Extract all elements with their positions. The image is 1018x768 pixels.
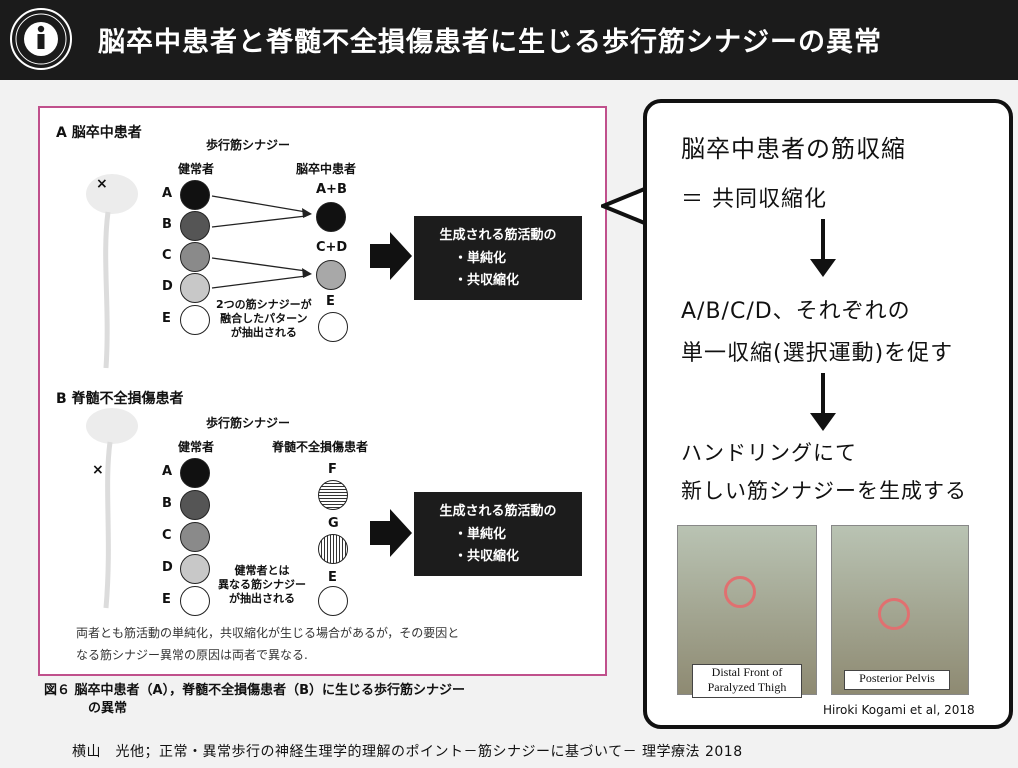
row-letter: D: [162, 279, 173, 294]
section-a-result-box: 生成される筋活動の ・単純化 ・共収縮化: [414, 216, 582, 300]
photo-label-pelvis: Posterior Pelvis: [844, 670, 950, 690]
handling-photo-thigh: Distal Front of Paralyzed Thigh: [677, 525, 817, 698]
section-a-synergy-title: 歩行筋シナジー: [206, 138, 291, 152]
section-b-synergy-title: 歩行筋シナジー: [206, 416, 291, 430]
handling-photo-pelvis: Posterior Pelvis: [831, 525, 969, 695]
section-b-col-patient: 脊髄不全損傷患者: [272, 440, 369, 454]
synergy-circle-striped: [318, 534, 348, 564]
row-letter: D: [162, 560, 173, 575]
merged-label-ab: A+B: [316, 182, 347, 197]
synergy-circle: [180, 273, 210, 303]
row-letter: C: [162, 528, 172, 543]
organization-logo-icon: [10, 8, 72, 70]
photo-label-thigh: Distal Front of Paralyzed Thigh: [692, 664, 802, 698]
synergy-figure: A 脳卒中患者 歩行筋シナジー 健常者 脳卒中患者 × A B C D E A+…: [38, 106, 607, 676]
synergy-circle: [180, 242, 210, 272]
merged-label-cd: C+D: [316, 240, 348, 255]
synergy-circle: [180, 490, 210, 520]
row-letter: A: [162, 186, 173, 201]
down-arrow-icon: [810, 373, 836, 431]
patient-e-label: E: [326, 294, 335, 309]
speech-line-5: 新しい筋シナジーを生成する: [681, 479, 967, 503]
speech-line-3: 単一収縮(選択運動)を促す: [681, 341, 954, 366]
lesion-cross-icon: ×: [96, 176, 108, 192]
speech-heading: 脳卒中患者の筋収縮: [681, 135, 906, 163]
synergy-circle-merged: [316, 260, 346, 290]
patient-g-label: G: [328, 516, 339, 531]
synergy-circle-merged: [316, 202, 346, 232]
synergy-circle: [318, 312, 348, 342]
section-a-col-healthy: 健常者: [178, 162, 215, 176]
speech-bubble: 脳卒中患者の筋収縮 ＝ 共同収縮化 A/B/C/D、それぞれの 単一収縮(選択運…: [643, 99, 1013, 729]
row-letter: E: [162, 311, 171, 326]
page-title: 脳卒中患者と脊髄不全損傷患者に生じる歩行筋シナジーの異常: [98, 27, 882, 58]
section-b-result-box: 生成される筋活動の ・単純化 ・共収縮化: [414, 492, 582, 576]
patient-e-label: E: [328, 570, 337, 585]
synergy-circle: [180, 305, 210, 335]
row-letter: B: [162, 217, 172, 232]
section-b-label: B 脊髄不全損傷患者: [56, 391, 184, 407]
row-letter: E: [162, 592, 171, 607]
row-letter: A: [162, 464, 173, 479]
down-arrow-icon: [810, 219, 836, 277]
synergy-circle: [180, 211, 210, 241]
synergy-circle: [180, 586, 210, 616]
section-a-label: A 脳卒中患者: [56, 125, 142, 141]
section-a-note: 2つの筋シナジーが 融合したパターン が抽出される: [216, 298, 312, 339]
patient-f-label: F: [328, 462, 337, 477]
synergy-circle: [180, 554, 210, 584]
synergy-circle: [180, 180, 210, 210]
section-b-note: 健常者とは 異なる筋シナジー が抽出される: [218, 564, 306, 605]
row-letter: C: [162, 248, 172, 263]
synergy-circle: [180, 458, 210, 488]
section-a-col-patient: 脳卒中患者: [296, 162, 357, 176]
speech-bubble-tail: [601, 186, 647, 226]
photo-credit: Hiroki Kogami et al, 2018: [823, 703, 975, 717]
row-letter: B: [162, 496, 172, 511]
synergy-circle-striped: [318, 480, 348, 510]
synergy-circle: [318, 586, 348, 616]
citation-footer: 横山 光他；正常・異常歩行の神経生理学的理解のポイント－筋シナジーに基づいて－ …: [72, 744, 743, 760]
synergy-circle: [180, 522, 210, 552]
lesion-cross-icon: ×: [92, 462, 104, 478]
figure-caption: 図６ 脳卒中患者（A），脊髄不全損傷患者（B）に生じる歩行筋シナジー の異常: [44, 683, 465, 716]
title-bar: 脳卒中患者と脊髄不全損傷患者に生じる歩行筋シナジーの異常: [0, 0, 1018, 80]
speech-line-1: ＝ 共同収縮化: [681, 187, 827, 212]
figure-arrows: [86, 174, 412, 609]
section-b-col-healthy: 健常者: [178, 440, 215, 454]
speech-line-4: ハンドリングにて: [681, 441, 857, 465]
speech-line-2: A/B/C/D、それぞれの: [681, 299, 911, 324]
figure-body-note: 両者とも筋活動の単純化，共収縮化が生じる場合があるが，その要因と なる筋シナジー…: [76, 626, 460, 662]
